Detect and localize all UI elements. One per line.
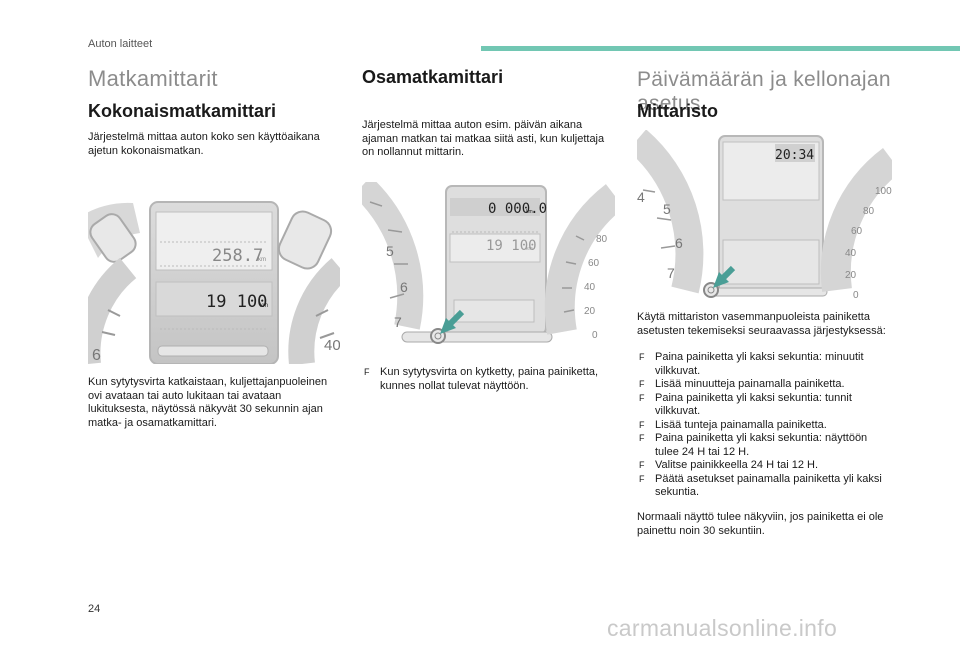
speed-tick-7: 7 [394,314,402,330]
trip-meter-steps: F Kun sytytysvirta on kytketty, paina pai… [362,366,616,393]
bullet-marker: F [639,460,645,470]
rpm-tick-80: 80 [596,234,608,245]
list-item-text: Päätä asetukset painamalla painiketta yl… [655,472,882,499]
odometer-unit: km [526,246,533,252]
bullet-marker: F [639,433,645,443]
list-item-text: Paina painiketta yli kaksi sekuntia: näy… [655,432,868,458]
bullet-marker: F [364,367,370,377]
datetime-outro: Normaali näyttö tulee näkyviin, jos pain… [637,511,884,537]
speed-tick-5: 5 [663,201,671,217]
speed-tick-6: 6 [400,279,408,295]
odometer-unit: km [260,303,268,309]
list-item-text: Paina painiketta yli kaksi sekuntia: min… [655,351,864,377]
center-display [149,201,279,364]
left-speedometer [637,130,704,294]
trip-unit: km [258,257,266,263]
odometer-reading: 19 100 [486,238,537,254]
rpm-tick-0: 0 [853,290,859,301]
list-item: F Kun sytytysvirta on kytketty, paina pai… [362,366,616,393]
trip-meter-illustration: 5 6 7 0 000.0 km 19 100 km 80 60 40 20 0 [362,182,615,344]
speed-tick-6: 6 [675,235,683,251]
rpm-tick-60: 60 [588,258,600,269]
header-accent-bar [481,46,960,51]
watermark: carmanualsonline.info [607,615,838,641]
section-heading-trip-meter: Osamatkamittari [362,67,504,87]
rpm-tick-40: 40 [584,282,596,293]
list-item-text: Paina painiketta yli kaksi sekuntia: tun… [655,391,852,418]
bullet-marker: F [639,392,645,403]
list-item: F Valitse painikkeella 24 H tai 12 H. [637,459,892,473]
odometer-intro: Järjestelmä mittaa auton koko sen käyttö… [88,131,320,157]
center-display [706,135,828,297]
section-heading-datetime: Päivämäärän ja kellonajan asetus [637,68,891,115]
trip-reading: 0 000.0 [488,201,547,217]
speed-tick-5: 5 [386,243,394,259]
section-label: Auton laitteet [88,38,153,50]
trip-meter-intro: Järjestelmä mittaa auton esim. päivän ai… [362,119,605,158]
bullet-marker: F [639,473,645,484]
rpm-tick-80: 80 [863,206,875,217]
list-item-text: Lisää tunteja painamalla painiketta. [655,418,827,431]
datetime-steps: F Paina painiketta yli kaksi sekuntia: mi… [637,351,892,500]
rpm-tick-60: 60 [851,226,863,237]
page-number: 24 [88,603,101,615]
bullet-marker: F [639,419,645,430]
odometer-note: Kun sytytysvirta katkaistaan, kuljettaja… [88,376,328,429]
left-dial [88,202,140,364]
list-item: F Päätä asetukset painamalla painiketta y… [637,473,892,500]
rpm-tick-100: 100 [875,186,892,197]
list-item: F Paina painiketta yli kaksi sekuntia: tu… [637,392,892,419]
arrow-icon [440,309,465,334]
speed-tick-4: 4 [637,189,645,205]
left-dial-number: 6 [92,347,101,364]
trip-reading: 258.7 [212,246,263,266]
list-item-text: Valitse painikkeella 24 H tai 12 H. [655,459,819,471]
speed-tick-7: 7 [667,265,675,281]
left-speedometer [362,182,424,330]
list-item: F Paina painiketta yli kaksi sekuntia: nä… [637,432,892,459]
list-item-text: Kun sytytysvirta on kytketty, paina pain… [380,366,599,392]
rpm-tick-20: 20 [584,306,596,317]
right-tachometer [820,147,892,292]
trip-unit: km [526,209,533,215]
right-dial [277,210,340,364]
arrow-icon [713,265,736,288]
page-title: Matkamittarit [88,66,218,91]
datetime-intro: Käytä mittariston vasemmanpuoleista pain… [637,311,886,337]
list-item-text: Lisää minuutteja painamalla painiketta. [655,378,845,390]
rpm-tick-0: 0 [592,330,598,341]
odometer-illustration: 6 258.7 km 19 100 km 40 [88,201,340,364]
odometer-reading: 19 100 [206,292,267,312]
list-item: F Lisää minuutteja painamalla painiketta. [637,378,892,392]
bullet-marker: F [639,379,645,389]
clock-display: 20:34 [775,148,814,163]
right-dial-number: 40 [324,337,340,354]
section-heading-odometer: Kokonaismatkamittari [88,101,277,121]
list-item: F Paina painiketta yli kaksi sekuntia: mi… [637,351,892,378]
list-item: F Lisää tunteja painamalla painiketta. [637,419,892,433]
rpm-tick-20: 20 [845,270,857,281]
clock-setting-illustration: 4 5 6 7 20:34 100 80 60 40 20 0 [637,130,892,301]
rpm-tick-40: 40 [845,248,857,259]
subheading-instrument-panel: Mittaristo [637,101,718,121]
bullet-marker: F [639,352,645,362]
right-tachometer [544,184,615,335]
